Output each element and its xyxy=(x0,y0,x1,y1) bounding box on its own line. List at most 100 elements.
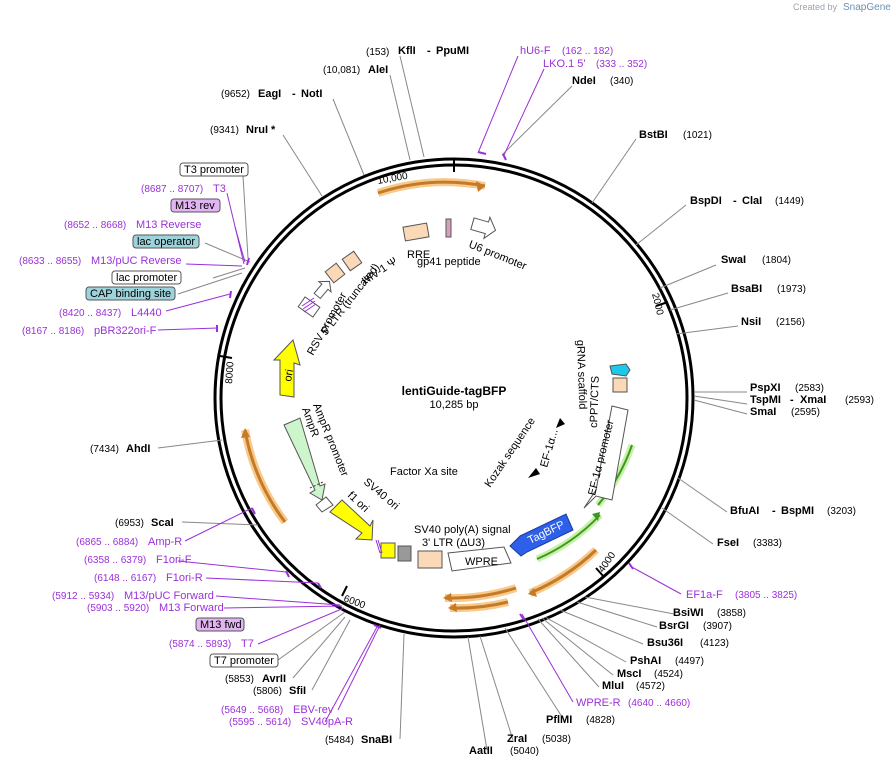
outer-feature-arcs xyxy=(241,178,636,613)
site-pflmi: PflMI xyxy=(546,714,572,726)
label-grna: gRNA scaffold xyxy=(574,340,588,410)
gp41-box xyxy=(445,218,452,238)
cppt-box xyxy=(612,377,628,393)
site-pos-bsabi: (1973) xyxy=(777,284,806,295)
primer-ef1a-f: EF1a-F xyxy=(686,589,723,601)
boxed-labels: T3 promoter M13 rev lac operator lac pro… xyxy=(85,162,279,668)
site-pos-swai: (1804) xyxy=(762,255,791,266)
primer-range-wpre: (4640 .. 4660) xyxy=(628,698,690,709)
site-tspmi: TspMI xyxy=(750,394,781,406)
ltr5-primer-ticks xyxy=(301,297,317,313)
grna-scaffold-box xyxy=(609,363,631,377)
label-ori: ori xyxy=(282,368,296,382)
site-pos-bspdi: (1449) xyxy=(775,196,804,207)
tick-2000: 2000 xyxy=(649,292,665,317)
site-pos-fsei: (3383) xyxy=(753,538,782,549)
site-pos-pshai: (4497) xyxy=(675,656,704,667)
tick-8000: 8000 xyxy=(224,361,237,384)
site-nrui: NruI * xyxy=(246,124,276,136)
label-gp41: gp41 peptide xyxy=(417,256,481,268)
site-bfuai: BfuAI xyxy=(730,505,759,517)
svg-text:-: - xyxy=(292,88,296,100)
site-pos-alei: (10,081) xyxy=(323,65,360,76)
site-pos-bsrgi: (3907) xyxy=(703,621,732,632)
site-xmai: XmaI xyxy=(800,394,826,406)
site-fsei: FseI xyxy=(717,537,739,549)
primer-ebv-rev: EBV-rev xyxy=(293,704,334,716)
ampr-arrow xyxy=(283,417,326,501)
sv40-pa-box xyxy=(397,545,412,562)
site-pos-ndei: (340) xyxy=(610,76,633,87)
site-ppumi: PpuMI xyxy=(436,45,469,57)
rre-box xyxy=(402,222,430,242)
site-pos-pspxi: (2583) xyxy=(795,383,824,394)
site-labels: (153) KflI - PpuMI (10,081) AleI (9652) … xyxy=(90,45,874,757)
site-pos-eagi: (9652) xyxy=(221,89,250,100)
plasmid-size: 10,285 bp xyxy=(430,399,479,411)
site-pos-msci: (4524) xyxy=(654,669,683,680)
ef1a-short-mark xyxy=(556,418,565,428)
site-pos-kfli: (153) xyxy=(366,47,389,58)
primer-range-t3: (8687 .. 8707) xyxy=(141,184,203,195)
box-m13-fwd: M13 fwd xyxy=(200,619,242,631)
site-pos-mlui: (4572) xyxy=(636,681,665,692)
primer-l4440: L4440 xyxy=(131,307,162,319)
primer-range-m13puc-fwd: (5912 .. 5934) xyxy=(52,591,114,602)
primer-range-pbr322: (8167 .. 8186) xyxy=(22,326,84,337)
box-t3-promoter: T3 promoter xyxy=(184,164,244,176)
primer-range-f1ori-r: (6148 .. 6167) xyxy=(94,573,156,584)
box-lac-operator: lac operator xyxy=(137,236,195,248)
box-lac-promoter: lac promoter xyxy=(116,272,177,284)
primer-m13puc-forward: M13/pUC Forward xyxy=(124,590,214,602)
site-pos-ahdi: (7434) xyxy=(90,444,119,455)
primer-hu6f: hU6-F xyxy=(520,45,551,57)
site-zrai: ZraI xyxy=(507,733,527,745)
plasmid-name: lentiGuide-tagBFP xyxy=(402,384,507,398)
primer-f1ori-f: F1ori-F xyxy=(156,554,192,566)
label-factorxa: Factor Xa site xyxy=(390,466,458,478)
site-pos-scai: (6953) xyxy=(115,518,144,529)
primer-range-t7: (5874 .. 5893) xyxy=(169,639,231,650)
primer-range-ampr: (6865 .. 6884) xyxy=(76,537,138,548)
site-pos-nsii: (2156) xyxy=(776,317,805,328)
box-m13-rev: M13 rev xyxy=(175,200,215,212)
label-kozak: Kozak sequence xyxy=(483,416,538,490)
site-bstbi: BstBI xyxy=(639,129,668,141)
site-aatii: AatII xyxy=(469,745,493,757)
tick-4000: 4000 xyxy=(596,550,618,575)
site-pos-tspmi: (2593) xyxy=(845,395,874,406)
primer-m13forward: M13 Forward xyxy=(159,602,224,614)
primer-labels: hU6-F (162 .. 182) LKO.1 5' (333 .. 352)… xyxy=(19,45,797,728)
site-mlui: MluI xyxy=(602,680,624,692)
primer-lines xyxy=(157,55,682,723)
site-avrii: AvrII xyxy=(262,673,286,685)
site-bsiwi: BsiWI xyxy=(673,607,704,619)
site-pos-zrai: (5038) xyxy=(542,734,571,745)
primer-range-f1ori-f: (6358 .. 6379) xyxy=(84,555,146,566)
svg-text:-: - xyxy=(427,45,431,57)
primer-range-ebv: (5649 .. 5668) xyxy=(221,705,283,716)
site-bspmi: BspMI xyxy=(781,505,814,517)
site-swai: SwaI xyxy=(721,254,746,266)
credit-prefix: Created by xyxy=(793,2,838,12)
site-pos-bsiwi: (3858) xyxy=(717,608,746,619)
f1-ori-arrow xyxy=(329,499,374,541)
site-pos-avrii: (5853) xyxy=(225,674,254,685)
sv40-ori-box xyxy=(380,542,396,559)
site-noti: NotI xyxy=(301,88,322,100)
site-pos-sfii: (5806) xyxy=(253,686,282,697)
label-rre: RRE xyxy=(407,249,430,261)
primer-marks xyxy=(216,151,634,629)
site-pos-aatii: (5040) xyxy=(510,746,539,757)
rsv-promoter-arrow xyxy=(313,280,332,300)
site-pos-bsu36i: (4123) xyxy=(700,638,729,649)
site-snabi: SnaBI xyxy=(361,734,392,746)
svg-text:-: - xyxy=(772,505,776,517)
site-bsu36i: Bsu36I xyxy=(647,637,683,649)
primer-wpre-r: WPRE-R xyxy=(576,697,621,709)
primer-t7: T7 xyxy=(241,638,254,650)
site-clai: ClaI xyxy=(742,195,762,207)
site-pos-nrui: (9341) xyxy=(210,125,239,136)
site-kfli: KflI xyxy=(398,45,416,57)
